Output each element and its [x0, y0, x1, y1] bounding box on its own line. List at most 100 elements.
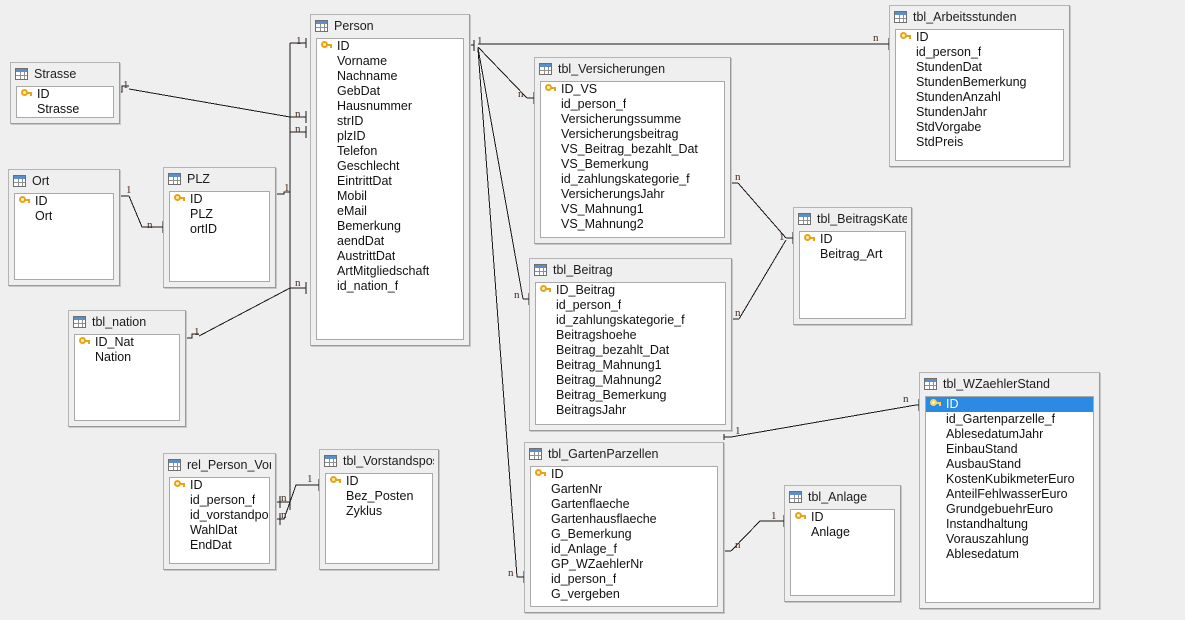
field-row[interactable]: EndDat — [170, 538, 269, 553]
table-header-tbl_GartenParzellen[interactable]: tbl_GartenParzellen — [525, 443, 723, 465]
field-row-primary-key[interactable]: ID — [15, 194, 113, 209]
field-row[interactable]: Beitrag_Mahnung1 — [536, 358, 725, 373]
field-row[interactable]: id_Anlage_f — [531, 542, 717, 557]
field-row[interactable]: ArtMitgliedschaft — [317, 264, 463, 279]
table-header-tbl_Anlage[interactable]: tbl_Anlage — [785, 486, 900, 508]
field-row[interactable]: Zyklus — [326, 504, 432, 519]
field-row[interactable]: WahlDat — [170, 523, 269, 538]
field-row[interactable]: Anlage — [791, 525, 894, 540]
table-header-tbl_Arbeitsstunden[interactable]: tbl_Arbeitsstunden — [890, 6, 1069, 28]
field-row[interactable]: Mobil — [317, 189, 463, 204]
field-row-primary-key[interactable]: ID — [326, 474, 432, 489]
field-row[interactable]: Hausnummer — [317, 99, 463, 114]
field-row[interactable]: id_zahlungskategorie_f — [536, 313, 725, 328]
table-header-tbl_Vorstandsposten[interactable]: tbl_Vorstandspos — [320, 450, 438, 472]
table-header-tbl_Versicherungen[interactable]: tbl_Versicherungen — [535, 58, 730, 80]
table-header-tbl_nation[interactable]: tbl_nation — [69, 311, 185, 333]
field-row[interactable]: id_person_f — [170, 493, 269, 508]
field-row-primary-key[interactable]: ID — [170, 192, 269, 207]
field-row-primary-key[interactable]: ID — [531, 467, 717, 482]
field-row[interactable]: GartenNr — [531, 482, 717, 497]
field-row[interactable]: id_zahlungskategorie_f — [541, 172, 724, 187]
field-row[interactable]: id_person_f — [536, 298, 725, 313]
field-row[interactable]: StundenBemerkung — [896, 75, 1063, 90]
field-row[interactable]: Bemerkung — [317, 219, 463, 234]
field-row[interactable]: ortID — [170, 222, 269, 237]
field-row[interactable]: StdVorgabe — [896, 120, 1063, 135]
field-row[interactable]: Geschlecht — [317, 159, 463, 174]
table-header-Person[interactable]: Person — [311, 15, 469, 37]
field-row[interactable]: G_vergeben — [531, 587, 717, 602]
field-row-primary-key[interactable]: ID_VS — [541, 82, 724, 97]
field-row[interactable]: Vorauszahlung — [926, 532, 1093, 547]
field-row[interactable]: Beitrag_Art — [800, 247, 905, 262]
field-row[interactable]: EinbauStand — [926, 442, 1093, 457]
field-row[interactable]: eMail — [317, 204, 463, 219]
field-row[interactable]: Ablesedatum — [926, 547, 1093, 562]
field-row[interactable]: AustrittDat — [317, 249, 463, 264]
field-row[interactable]: BeitragsJahr — [536, 403, 725, 418]
field-row[interactable]: strID — [317, 114, 463, 129]
field-row[interactable]: id_person_f — [541, 97, 724, 112]
field-row[interactable]: Vorname — [317, 54, 463, 69]
field-row[interactable]: Beitrag_bezahlt_Dat — [536, 343, 725, 358]
field-row[interactable]: EintrittDat — [317, 174, 463, 189]
field-row[interactable]: VersicherungsJahr — [541, 187, 724, 202]
field-row[interactable]: Telefon — [317, 144, 463, 159]
field-row-primary-key[interactable]: ID — [170, 478, 269, 493]
field-row[interactable]: Nachname — [317, 69, 463, 84]
field-row[interactable]: Versicherungsbeitrag — [541, 127, 724, 142]
field-row[interactable]: VS_Mahnung1 — [541, 202, 724, 217]
table-header-Ort[interactable]: Ort — [9, 170, 119, 192]
field-row-primary-key[interactable]: ID_Nat — [75, 335, 179, 350]
field-row[interactable]: StdPreis — [896, 135, 1063, 150]
field-row[interactable]: Versicherungssumme — [541, 112, 724, 127]
field-row-primary-key[interactable]: ID — [800, 232, 905, 247]
field-row-primary-key[interactable]: ID — [896, 30, 1063, 45]
field-row[interactable]: StundenAnzahl — [896, 90, 1063, 105]
field-row-primary-key[interactable]: ID_Beitrag — [536, 283, 725, 298]
field-row[interactable]: Beitrag_Mahnung2 — [536, 373, 725, 388]
field-row[interactable]: id_person_f — [896, 45, 1063, 60]
field-row[interactable]: StundenDat — [896, 60, 1063, 75]
field-row[interactable]: VS_Bemerkung — [541, 157, 724, 172]
field-row-primary-key[interactable]: ID — [317, 39, 463, 54]
table-header-tbl_Beitrag[interactable]: tbl_Beitrag — [530, 259, 731, 281]
field-row[interactable]: StundenJahr — [896, 105, 1063, 120]
field-row[interactable]: KostenKubikmeterEuro — [926, 472, 1093, 487]
field-row[interactable]: AnteilFehlwasserEuro — [926, 487, 1093, 502]
field-row[interactable]: Beitragshoehe — [536, 328, 725, 343]
field-row[interactable]: Strasse — [17, 102, 113, 117]
field-row[interactable]: AusbauStand — [926, 457, 1093, 472]
table-header-tbl_BeitragsKategorie[interactable]: tbl_BeitragsKateg — [794, 208, 911, 230]
field-row-primary-key[interactable]: ID — [791, 510, 894, 525]
field-row[interactable]: GrundgebuehrEuro — [926, 502, 1093, 517]
field-row[interactable]: Bez_Posten — [326, 489, 432, 504]
field-row[interactable]: id_nation_f — [317, 279, 463, 294]
field-row[interactable]: PLZ — [170, 207, 269, 222]
field-row-primary-key[interactable]: ID — [17, 87, 113, 102]
field-row[interactable]: G_Bemerkung — [531, 527, 717, 542]
field-row[interactable]: Instandhaltung — [926, 517, 1093, 532]
table-header-rel_Person_Vorstand[interactable]: rel_Person_Vorsta — [164, 454, 275, 476]
field-row[interactable]: VS_Mahnung2 — [541, 217, 724, 232]
field-row[interactable]: Ort — [15, 209, 113, 224]
field-row[interactable]: id_vorstandposte — [170, 508, 269, 523]
table-header-Strasse[interactable]: Strasse — [11, 63, 119, 85]
field-row[interactable]: aendDat — [317, 234, 463, 249]
table-header-tbl_WZaehlerStand[interactable]: tbl_WZaehlerStand — [920, 373, 1099, 395]
field-row[interactable]: id_person_f — [531, 572, 717, 587]
